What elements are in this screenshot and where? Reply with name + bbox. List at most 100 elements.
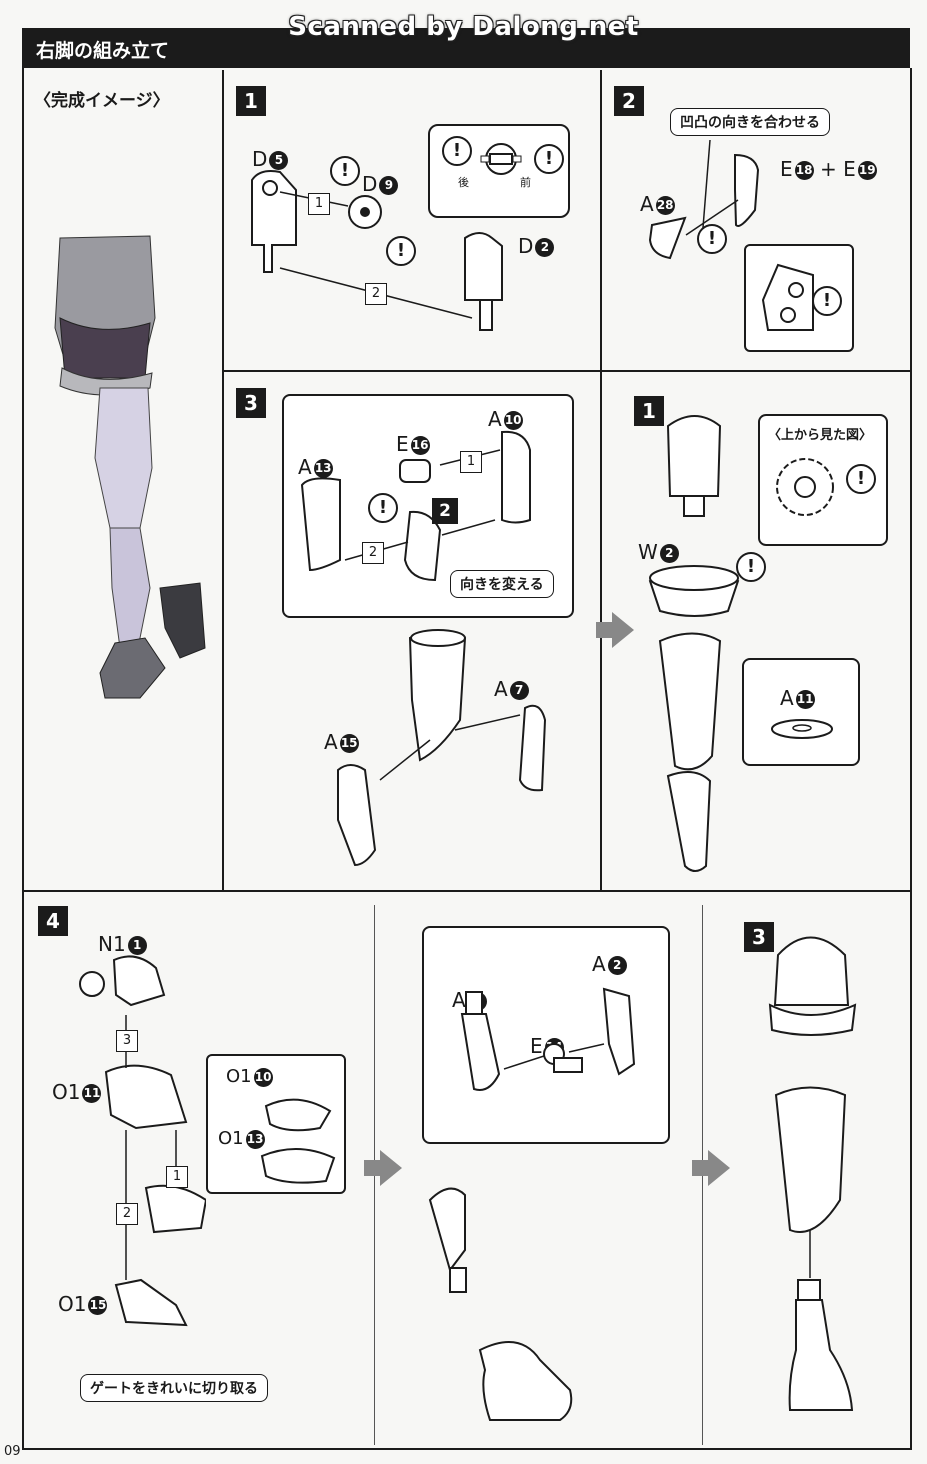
part-number: 13: [313, 459, 333, 478]
sequence-marker: 1: [308, 193, 330, 215]
page-number: 09: [4, 1444, 21, 1459]
caution-icon: !: [534, 144, 564, 174]
part-letter: E: [530, 1034, 543, 1058]
part-number: 1: [127, 936, 147, 955]
flow-arrow: [364, 1150, 402, 1186]
panel2-diagram: [648, 139, 760, 260]
part-letter: A: [298, 455, 312, 479]
caution-icon: !: [330, 156, 360, 186]
sequence-marker: 2: [365, 283, 387, 305]
part-detail: [761, 263, 814, 331]
caution-icon: !: [442, 136, 472, 166]
part-letter: E: [396, 432, 409, 456]
part-number: 9: [379, 176, 399, 195]
part-number: 2: [659, 544, 679, 563]
part-letter: N1: [98, 932, 126, 956]
divider: [600, 70, 602, 892]
caution-icon: !: [386, 236, 416, 266]
sole-parts: [260, 1098, 336, 1184]
divider: [222, 70, 224, 892]
sequence-marker: 2: [116, 1203, 138, 1225]
part-letter: D: [362, 172, 378, 196]
front-label: 前: [520, 176, 531, 189]
section-header: 右脚の組み立て: [22, 28, 910, 68]
part-number: 11: [82, 1084, 102, 1103]
back-label: 後: [458, 176, 469, 189]
caution-icon: !: [736, 552, 766, 582]
part-number: 28: [655, 196, 675, 215]
joint-detail: [480, 143, 522, 175]
part-number: 15: [88, 1296, 108, 1315]
top-view-callout: 〈上から見た図〉 !: [758, 414, 888, 546]
ankle-parts: [460, 987, 636, 1091]
flow-arrow: [692, 1150, 730, 1186]
part-number: 11: [795, 690, 815, 709]
part-letter: O1: [58, 1292, 87, 1316]
caution-icon: !: [368, 493, 398, 523]
part-number: 19: [857, 161, 877, 180]
washer-icon: [771, 719, 833, 739]
foot-assembly-diagram: [79, 955, 206, 1327]
step-badge: 3: [236, 388, 266, 418]
top-view-title: 〈上から見た図〉: [768, 428, 873, 443]
caution-icon: !: [846, 464, 876, 494]
divider: [222, 370, 910, 372]
divider: [22, 890, 910, 892]
knee-assembly-diagram: [648, 415, 740, 872]
part-letter: A: [780, 686, 794, 710]
step-badge: 1: [634, 396, 664, 426]
preview-title: 〈完成イメージ〉: [34, 91, 170, 111]
part-letter: A: [324, 730, 338, 754]
panel1-diagram: [251, 170, 503, 331]
step-badge: 4: [38, 906, 68, 936]
shoe-assembly-diagram: [428, 1187, 573, 1421]
part-letter: D: [518, 234, 534, 258]
part-letter: A: [494, 677, 508, 701]
watermark: Scanned by Dalong.net: [288, 12, 639, 42]
gear-icon: [776, 458, 834, 516]
gate-note: ゲートをきれいに切り取る: [80, 1374, 268, 1402]
completed-leg-diagram: [768, 936, 857, 1411]
part-number: 7: [509, 681, 529, 700]
sequence-marker: 2: [362, 542, 384, 564]
part-number: 10: [503, 411, 523, 430]
part-number: 15: [339, 734, 359, 753]
sequence-marker: 3: [116, 1030, 138, 1052]
part-number: 2: [535, 238, 555, 257]
lower-leg-diagram: [337, 629, 547, 867]
part-letter: E: [780, 157, 793, 181]
part-letter: W: [638, 540, 658, 564]
step-badge: 3: [744, 922, 774, 952]
part-letter: O1: [52, 1080, 81, 1104]
orientation-note: 向きを変える: [450, 570, 554, 598]
section-title: 右脚の組み立て: [36, 40, 170, 62]
part-number: 5: [269, 151, 289, 170]
ankle-callout: A2 A8 E14: [422, 926, 670, 1144]
part-letter: O1: [218, 1128, 244, 1149]
sub-step-badge: 2: [432, 498, 458, 524]
flow-arrow: [596, 612, 634, 648]
sequence-marker: 1: [166, 1166, 188, 1188]
part-number: 18: [794, 161, 814, 180]
caution-icon: !: [812, 286, 842, 316]
plus-sign: +: [820, 157, 837, 181]
part-number: 2: [607, 956, 627, 975]
